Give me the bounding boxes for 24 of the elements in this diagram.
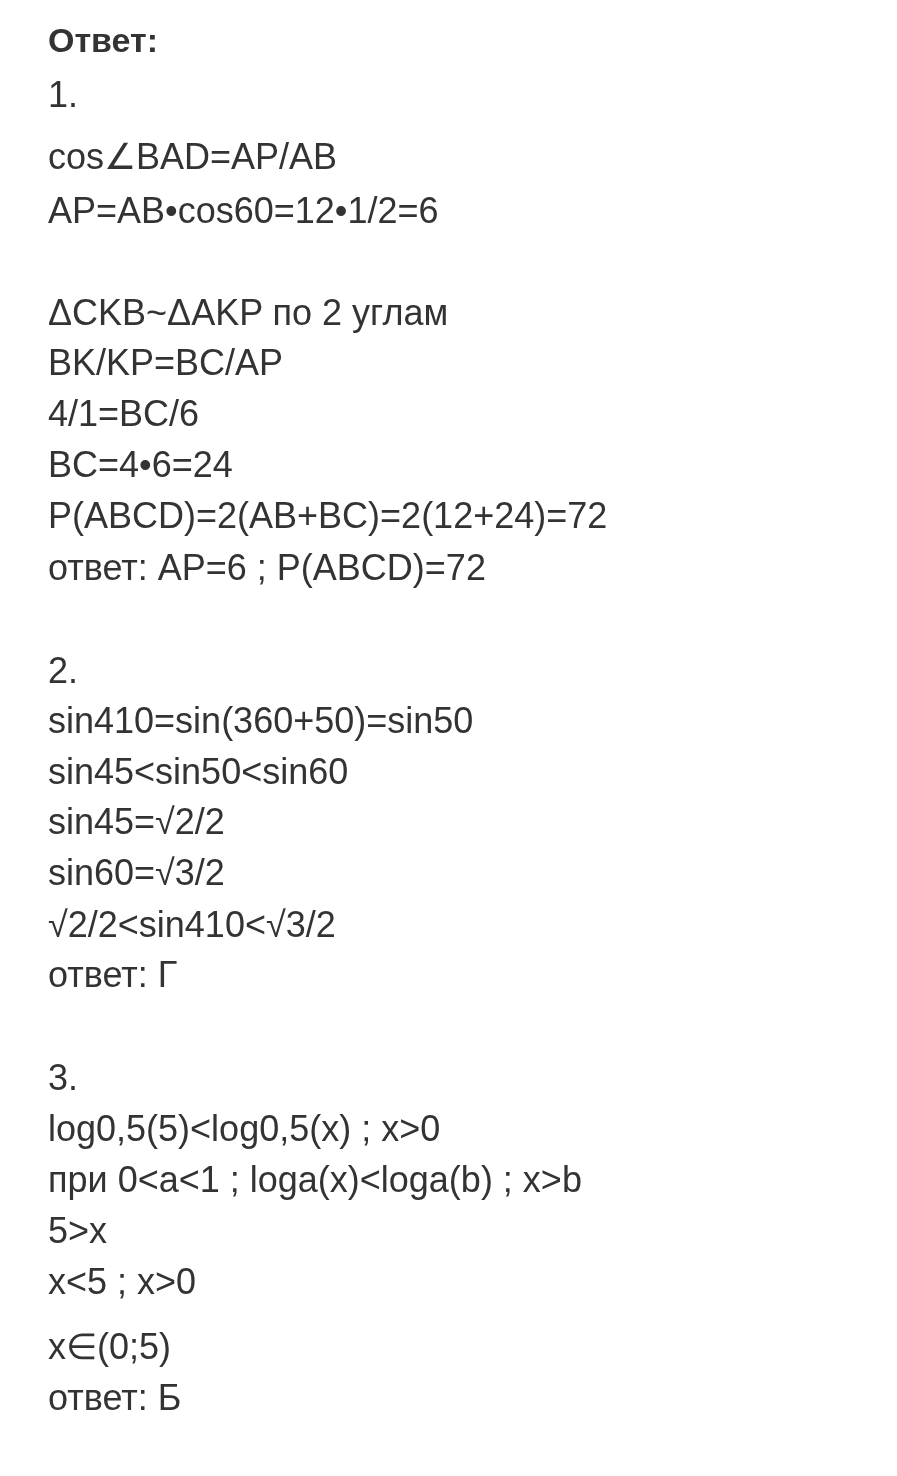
text-line: 3. <box>48 1060 79 1096</box>
text-line: P(ABCD)=2(AB+BC)=2(12+24)=72 <box>48 498 608 534</box>
text-line: log0,5(5)<log0,5(x) ; x>0 <box>48 1111 441 1147</box>
heading: Ответ: <box>48 23 158 57</box>
text-line: cos∠BAD=AP/AB <box>48 139 338 175</box>
text-line: sin45=√2/2 <box>48 804 225 840</box>
text-line: BC=4•6=24 <box>48 447 233 483</box>
text-line: 5>x <box>48 1213 108 1249</box>
text-line: ΔCKB~ΔAKP по 2 углам <box>48 295 449 331</box>
text-line: BK/KP=BC/AP <box>48 345 284 381</box>
text-line: sin60=√3/2 <box>48 855 225 891</box>
text-line: при 0<a<1 ; loga(x)<loga(b) ; x>b <box>48 1162 582 1198</box>
text-line: √2/2<sin410<√3/2 <box>48 907 336 943</box>
text-line: 1. <box>48 77 79 113</box>
text-line: x<5 ; x>0 <box>48 1264 197 1300</box>
text-line: ответ: Б <box>48 1380 182 1416</box>
text-line: AP=AB•cos60=12•1/2=6 <box>48 193 439 229</box>
text-line: x∈(0;5) <box>48 1329 172 1365</box>
text-line: sin45<sin50<sin60 <box>48 754 349 790</box>
text-line: 2. <box>48 653 79 689</box>
text-line: ответ: AP=6 ; P(ABCD)=72 <box>48 550 486 586</box>
text-line: 4/1=BC/6 <box>48 396 200 432</box>
text-line: ответ: Г <box>48 957 178 993</box>
text-line: sin410=sin(360+50)=sin50 <box>48 703 474 739</box>
